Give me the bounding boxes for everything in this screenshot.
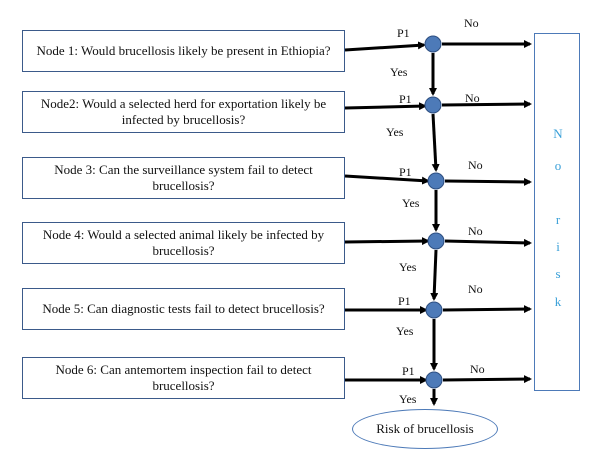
arrow-no-2 [441, 100, 532, 109]
node-6-text: Node 6: Can antemortem inspection fail t… [55, 362, 312, 393]
yes-label-1: Yes [390, 65, 408, 79]
arrow-node3-to-decision [344, 174, 430, 185]
risk-outcome-label: Risk of brucellosis [376, 421, 474, 436]
arrow-yes-4 [430, 249, 439, 301]
node-1-box: Node 1: Would brucellosis likely be pres… [22, 30, 345, 72]
no-label-5: No [468, 282, 483, 296]
p1-label-1: P1 [397, 26, 410, 40]
arrow-no-6 [442, 375, 532, 384]
no-risk-letter: i [556, 239, 560, 254]
yes-label-2: Yes [386, 125, 404, 139]
arrow-node2-to-decision [344, 102, 427, 111]
node-1-text: Node 1: Would brucellosis likely be pres… [36, 43, 331, 58]
decision-circle-3 [427, 172, 445, 190]
no-risk-letter: N [553, 126, 563, 141]
arrow-node1-to-decision [344, 41, 426, 52]
arrow-yes-2 [431, 113, 440, 172]
yes-label-3: Yes [402, 196, 420, 210]
decision-circle-2 [424, 96, 442, 114]
node-2-text: Node2: Would a selected herd for exporta… [40, 96, 327, 127]
yes-label-5: Yes [396, 324, 414, 338]
arrow-no-5 [442, 305, 532, 314]
no-label-4: No [468, 224, 483, 238]
no-risk-letter: r [555, 212, 561, 227]
p1-label-2: P1 [399, 92, 412, 106]
node-3-text: Node 3: Can the surveillance system fail… [54, 162, 313, 193]
node-6-box: Node 6: Can antemortem inspection fail t… [22, 357, 345, 399]
arrow-no-3 [444, 177, 532, 186]
no-label-3: No [468, 158, 483, 172]
decision-circle-6 [425, 371, 443, 389]
node-4-box: Node 4: Would a selected animal likely b… [22, 222, 345, 264]
no-risk-letter: k [554, 294, 562, 309]
no-risk-letter: o [554, 158, 562, 173]
no-risk-letter: s [555, 266, 561, 281]
node-4-text: Node 4: Would a selected animal likely b… [42, 227, 325, 258]
arrow-no-4 [444, 238, 532, 247]
p1-label-5: P1 [398, 294, 411, 308]
no-risk-box: N o r i s k [534, 33, 580, 391]
yes-label-4: Yes [399, 260, 417, 274]
risk-outcome-ellipse: Risk of brucellosis [352, 409, 498, 449]
decision-circle-1 [424, 35, 442, 53]
arrow-node4-to-decision [344, 237, 430, 246]
node-3-box: Node 3: Can the surveillance system fail… [22, 157, 345, 199]
p1-label-6: P1 [402, 364, 415, 378]
no-label-6: No [470, 362, 485, 376]
yes-label-6: Yes [399, 392, 417, 406]
node-2-box: Node2: Would a selected herd for exporta… [22, 91, 345, 133]
decision-circle-5 [425, 301, 443, 319]
node-5-text: Node 5: Can diagnostic tests fail to det… [42, 301, 325, 316]
no-label-1: No [464, 16, 479, 30]
decision-circle-4 [427, 232, 445, 250]
p1-label-3: P1 [399, 165, 412, 179]
node-5-box: Node 5: Can diagnostic tests fail to det… [22, 288, 345, 330]
no-label-2: No [465, 91, 480, 105]
